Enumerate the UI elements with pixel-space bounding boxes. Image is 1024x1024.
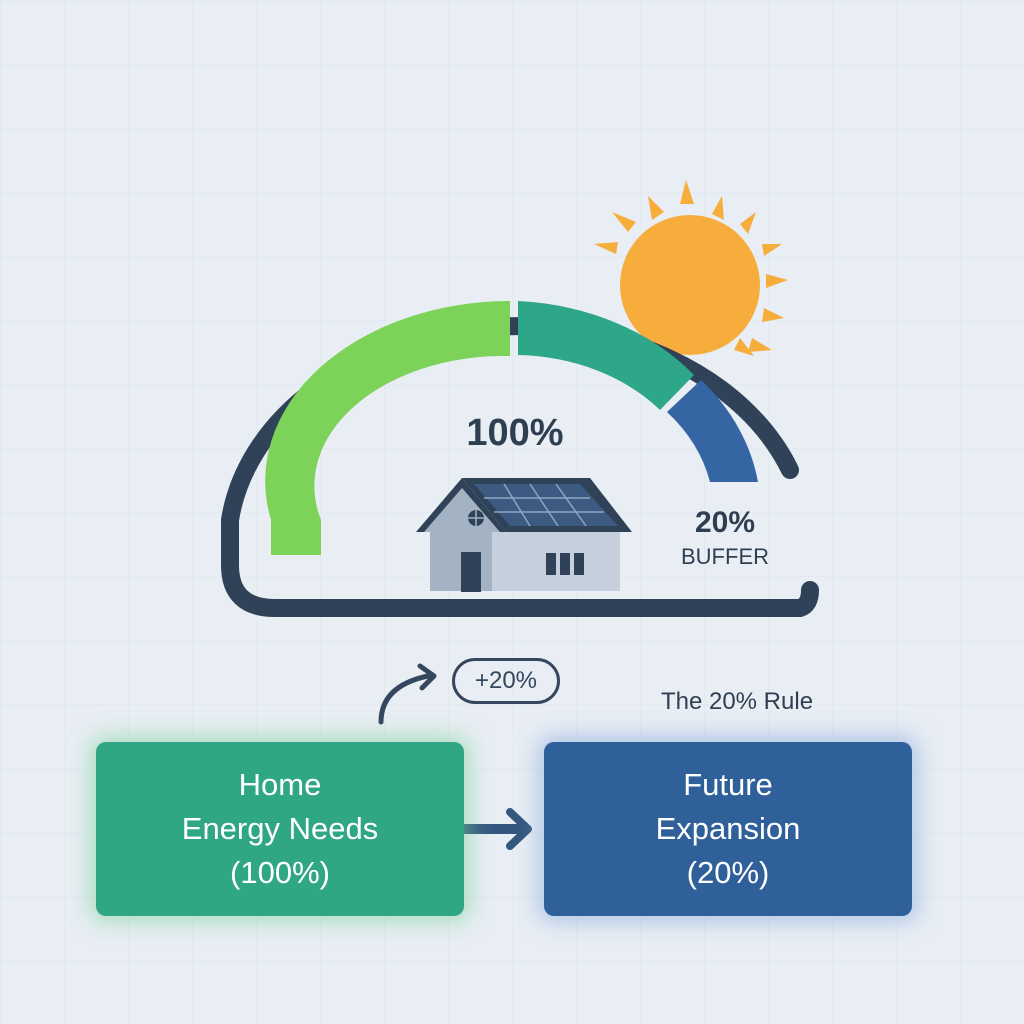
home-box-line2: Energy Needs [181,811,379,846]
future-box-line3: (20%) [686,855,770,890]
future-box-line1: Future [683,767,773,802]
curved-arrow-icon [378,673,431,725]
home-energy-needs-box: Home Energy Needs (100%) [96,742,464,916]
future-expansion-box: Future Expansion (20%) [544,742,912,916]
buffer-value: 20% [694,506,756,539]
home-box-line3: (100%) [230,855,330,890]
increase-badge: +20% [452,658,560,704]
buffer-label: BUFFER [681,544,769,569]
right-arrow-icon [464,808,532,850]
home-box-line1: Home [238,767,322,802]
solar-house-icon [416,478,632,592]
gauge-segment-buffer [667,380,758,482]
gauge-segment-base [265,301,510,555]
sun-icon [594,180,788,356]
future-box-line2: Expansion [655,811,801,846]
rule-caption: The 20% Rule [660,688,814,715]
gauge-center-label: 100% [466,412,564,454]
gauge-segment-growth [518,301,694,410]
